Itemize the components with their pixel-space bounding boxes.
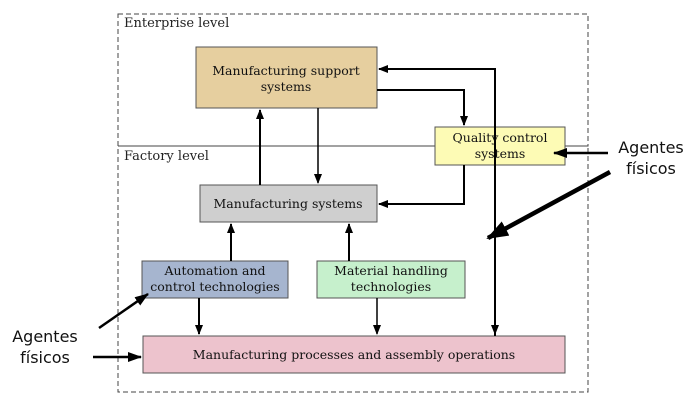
arrow-agent-left-to-automation — [98, 292, 149, 330]
automation-box-bg — [141, 260, 289, 299]
material-box-line1: Material handling — [334, 263, 448, 278]
support-box-line1: Manufacturing support — [212, 63, 360, 78]
arrow-quality-to-mfg — [378, 165, 465, 208]
agent-right-line1: Agentes — [618, 138, 684, 157]
processes-box-label: Manufacturing processes and assembly ope… — [193, 347, 515, 362]
quality-box-line1: Quality control — [453, 130, 548, 145]
support-box-line2: systems — [261, 79, 312, 94]
arrow-loop-to-support — [378, 65, 496, 336]
external-agent-arrows — [93, 148, 612, 362]
factory-level-label: Factory level — [124, 149, 209, 164]
automation-box-line1: Automation and — [163, 263, 265, 278]
arrow-agent-right-to-factory — [486, 170, 612, 240]
manufacturing-systems-box: Manufacturing systems — [199, 184, 378, 223]
agent-left-line1: Agentes — [12, 327, 78, 346]
material-handling-box: Material handling technologies — [316, 260, 466, 299]
quality-control-systems-box: Quality control systems — [434, 126, 566, 166]
manufacturing-support-systems-box: Manufacturing support systems — [195, 46, 378, 109]
manufacturing-processes-box: Manufacturing processes and assembly ope… — [142, 335, 566, 374]
agent-right-line2: físicos — [626, 159, 676, 178]
mfg-systems-box-label: Manufacturing systems — [213, 196, 362, 211]
processes-box-bg — [142, 335, 566, 374]
automation-box-line2: control technologies — [150, 279, 279, 294]
mfg-systems-box-bg — [199, 184, 378, 223]
support-box-bg — [195, 46, 378, 109]
material-box-line2: technologies — [351, 279, 431, 294]
factory-region — [117, 145, 589, 393]
automation-control-box: Automation and control technologies — [141, 260, 289, 299]
material-box-bg — [316, 260, 466, 299]
agent-left-line2: físicos — [20, 348, 70, 367]
quality-box-bg — [434, 126, 566, 166]
enterprise-level-label: Enterprise level — [124, 16, 229, 31]
arrow-support-to-quality — [377, 89, 468, 126]
quality-box-line2: systems — [475, 146, 526, 161]
connector-arrows — [195, 65, 499, 336]
